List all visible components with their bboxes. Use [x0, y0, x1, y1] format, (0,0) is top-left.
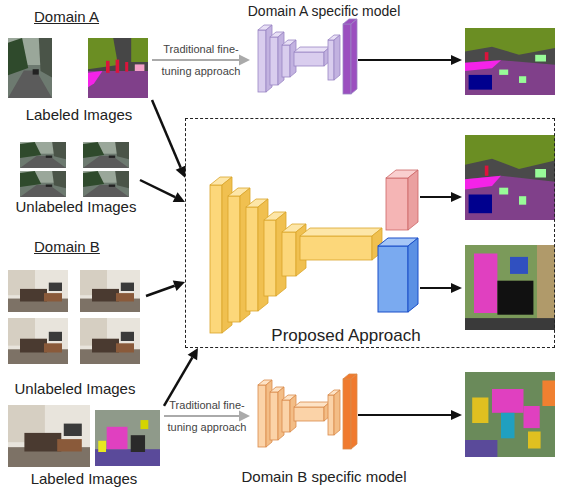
- image-group: Unlabeled Images: [12, 138, 140, 218]
- arrow-head: [173, 192, 185, 202]
- output-arrows: [451, 410, 462, 420]
- domain-a-head: [386, 178, 408, 230]
- shared-encoder: [210, 177, 382, 333]
- image-group: Labeled Images: [4, 402, 164, 490]
- labeled-images-a: [8, 38, 52, 98]
- segmentation-outputs: [465, 245, 555, 330]
- segmentation-outputs: [465, 28, 555, 457]
- connector-line: [140, 180, 175, 197]
- shared-encoder: [300, 236, 372, 260]
- box-title: Proposed Approach: [246, 327, 446, 345]
- domain-a-network: [258, 19, 357, 94]
- unlabeled-images-a: [20, 142, 66, 168]
- output-arrows: [451, 192, 462, 202]
- unlabeled-images-b: [8, 270, 140, 364]
- model-group: Domain B specific model: [250, 362, 398, 488]
- arrow-head: [173, 281, 185, 291]
- connector-line: [152, 100, 181, 168]
- output-arrows: [451, 55, 462, 65]
- connector-line: [164, 415, 239, 417]
- domain-b-network: [258, 374, 357, 449]
- caption: Labeled Images: [0, 470, 184, 488]
- unlabeled-images-a: [83, 142, 129, 168]
- domain-b-head: [378, 238, 418, 312]
- shared-encoder: [264, 220, 276, 296]
- connector-arrow: [140, 180, 185, 202]
- unlabeled-images-a: [20, 142, 129, 197]
- connector-arrow: [164, 348, 198, 406]
- caption: Unlabeled Images: [0, 380, 166, 398]
- connector-arrow: [164, 411, 250, 422]
- output-arrows: [358, 55, 462, 420]
- segmentation-outputs: [465, 135, 555, 220]
- connector-line: [146, 286, 175, 296]
- output-arrows: [358, 59, 452, 61]
- shared-encoder: [282, 232, 296, 276]
- proposed-box: Proposed Approach: [185, 118, 555, 348]
- caption: Domain B specific model: [230, 468, 418, 486]
- output-arrows: [420, 287, 452, 289]
- caption: Unlabeled Images: [0, 198, 160, 216]
- segmentation-outputs: [465, 372, 555, 457]
- unlabeled-images-b: [80, 270, 140, 312]
- shared-encoder: [210, 185, 222, 333]
- arrow-head: [188, 348, 198, 360]
- output-arrows: [420, 196, 452, 198]
- connector-line: [152, 59, 239, 61]
- shared-encoder: [246, 207, 258, 311]
- caption: Labeled Images: [0, 106, 172, 124]
- unlabeled-images-a: [83, 171, 129, 197]
- labeled-images-b: [95, 410, 160, 466]
- output-arrows: [358, 414, 452, 416]
- edge-label: Traditional fine-tuning approach: [155, 394, 259, 438]
- model-group: Domain A specific model: [250, 0, 398, 96]
- domain-a-head: [408, 170, 418, 230]
- domain-heading: Domain A: [34, 8, 99, 26]
- unlabeled-images-b: [8, 270, 68, 312]
- edge-label: Traditional fine-tuning approach: [149, 38, 253, 82]
- labeled-images-a: [8, 38, 148, 98]
- domain-a-head: [386, 170, 418, 230]
- labeled-images-b: [8, 405, 90, 467]
- connector-arrow: [146, 281, 185, 296]
- arrow-head: [239, 411, 250, 422]
- connector-line: [164, 357, 192, 405]
- image-group: Labeled Images: [6, 34, 152, 126]
- connector-arrow: [152, 100, 186, 178]
- labeled-images-a: [88, 38, 148, 98]
- unlabeled-images-b: [8, 318, 68, 364]
- shared-encoder: [300, 228, 382, 236]
- unlabeled-images-b: [80, 318, 140, 364]
- arrow-head: [239, 55, 250, 66]
- caption: Domain A specific model: [230, 2, 418, 20]
- labeled-images-b: [8, 405, 160, 467]
- domain-heading: Domain B: [34, 238, 100, 256]
- domain-b-head: [378, 246, 408, 312]
- output-arrows: [451, 283, 462, 293]
- segmentation-outputs: [465, 28, 555, 95]
- unlabeled-images-a: [20, 171, 66, 197]
- connector-arrow: [152, 55, 250, 66]
- domain-b-head: [408, 238, 418, 312]
- shared-encoder: [228, 196, 240, 322]
- image-group: Unlabeled Images: [4, 266, 146, 400]
